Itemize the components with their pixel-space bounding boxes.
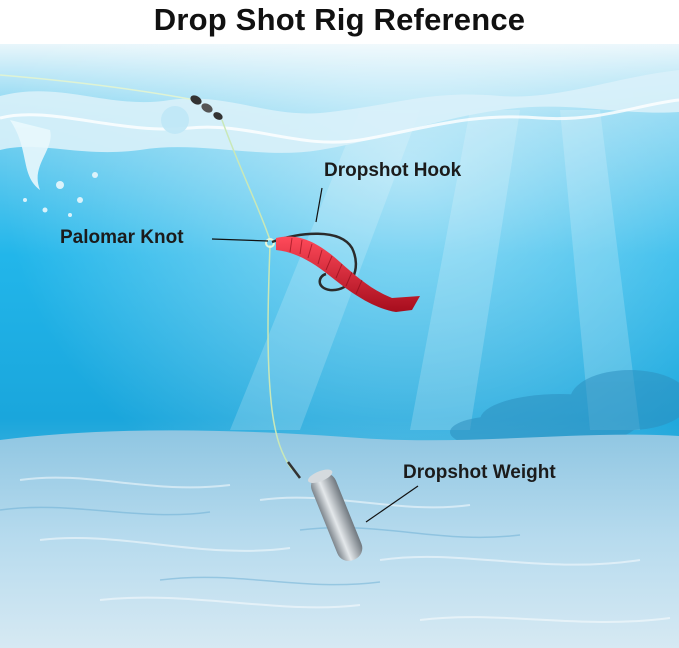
knot-leader-line	[211, 238, 269, 242]
weight-leader-line	[365, 485, 419, 523]
hook-leader-line	[315, 187, 323, 223]
swivel-icon	[190, 95, 223, 120]
hook-label: Dropshot Hook	[324, 160, 462, 181]
knot-label: Palomar Knot	[60, 227, 184, 248]
page-title: Drop Shot Rig Reference	[153, 2, 526, 37]
rig-illustration	[0, 44, 679, 648]
hook-icon	[271, 232, 358, 292]
weight-label: Dropshot Weight	[403, 462, 556, 483]
soft-lure-icon	[276, 236, 420, 312]
palomar-knot-marker	[265, 238, 275, 248]
dropshot-weight-icon	[307, 469, 363, 561]
underwater-scene	[0, 44, 679, 648]
